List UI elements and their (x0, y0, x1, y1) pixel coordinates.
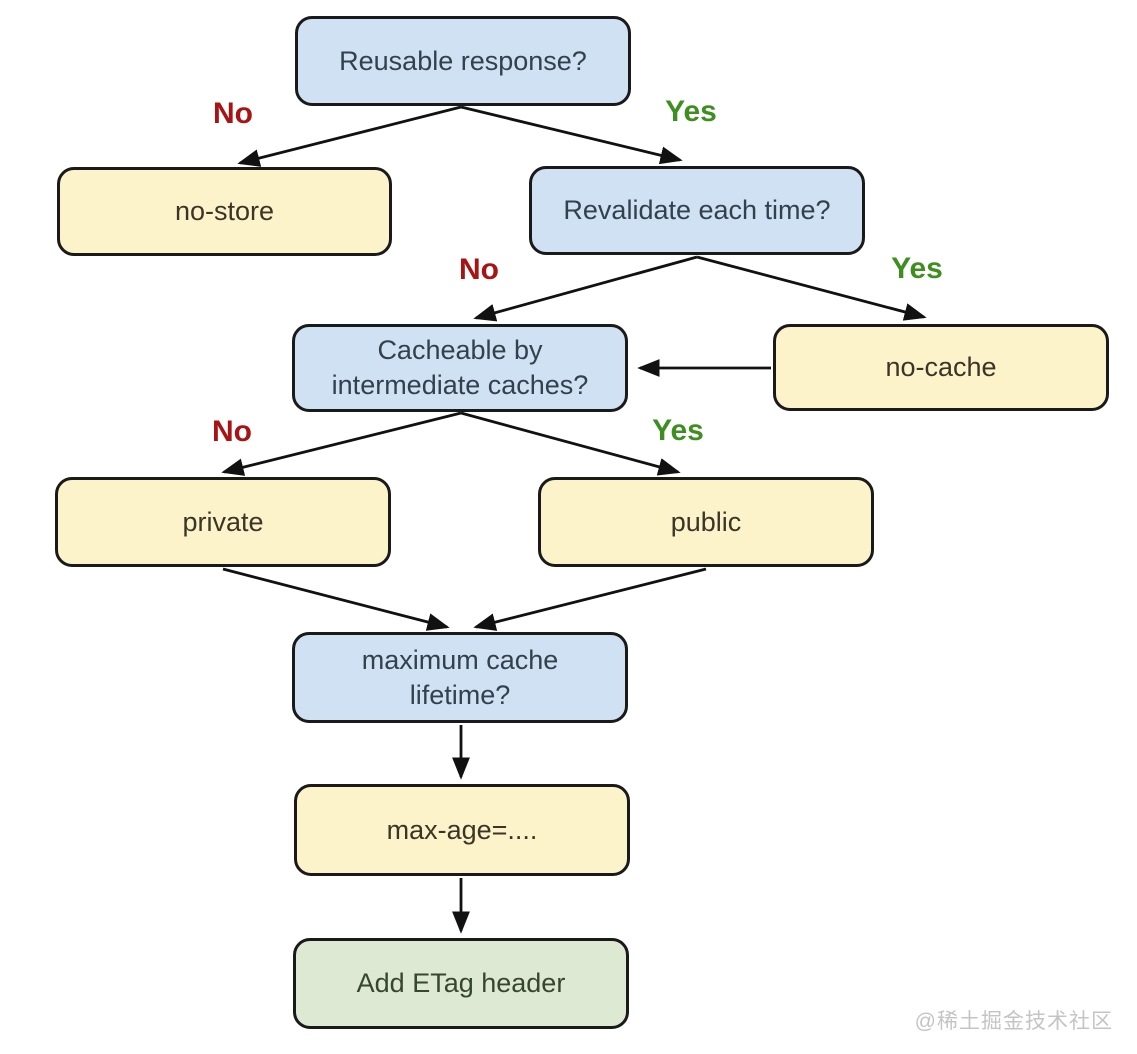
edge-label-reusable-no: No (213, 97, 253, 130)
edge-revalidate-to-cacheable (473, 255, 698, 322)
edge-revalidate-to-no-cache (696, 255, 927, 321)
edge-reusable-to-no-store (237, 105, 462, 167)
edge-reusable-to-revalidate (460, 105, 683, 165)
node-no-store: no-store (57, 167, 392, 256)
edge-label-revalidate-no: No (459, 253, 499, 286)
edge-label-cacheable-no: No (212, 415, 252, 448)
node-cacheable-by-intermediate-caches: Cacheable by intermediate caches? (292, 324, 628, 412)
node-max-age: max-age=.... (294, 784, 630, 876)
watermark-text: @稀土掘金技术社区 (914, 1010, 1113, 1033)
node-reusable-response: Reusable response? (295, 16, 631, 106)
node-add-etag-header: Add ETag header (293, 938, 629, 1029)
edge-label-reusable-yes: Yes (665, 95, 717, 128)
node-public: public (538, 477, 874, 567)
node-private: private (55, 477, 391, 567)
edge-label-revalidate-yes: Yes (891, 252, 943, 285)
edge-public-to-max-lifetime (473, 567, 707, 631)
node-no-cache: no-cache (773, 324, 1109, 411)
edge-private-to-max-lifetime (222, 567, 450, 631)
edge-label-cacheable-yes: Yes (652, 414, 704, 447)
node-revalidate-each-time: Revalidate each time? (529, 166, 865, 255)
edge-cacheable-to-private (221, 411, 462, 476)
node-maximum-cache-lifetime: maximum cache lifetime? (292, 632, 628, 723)
edge-cacheable-to-public (460, 411, 681, 476)
